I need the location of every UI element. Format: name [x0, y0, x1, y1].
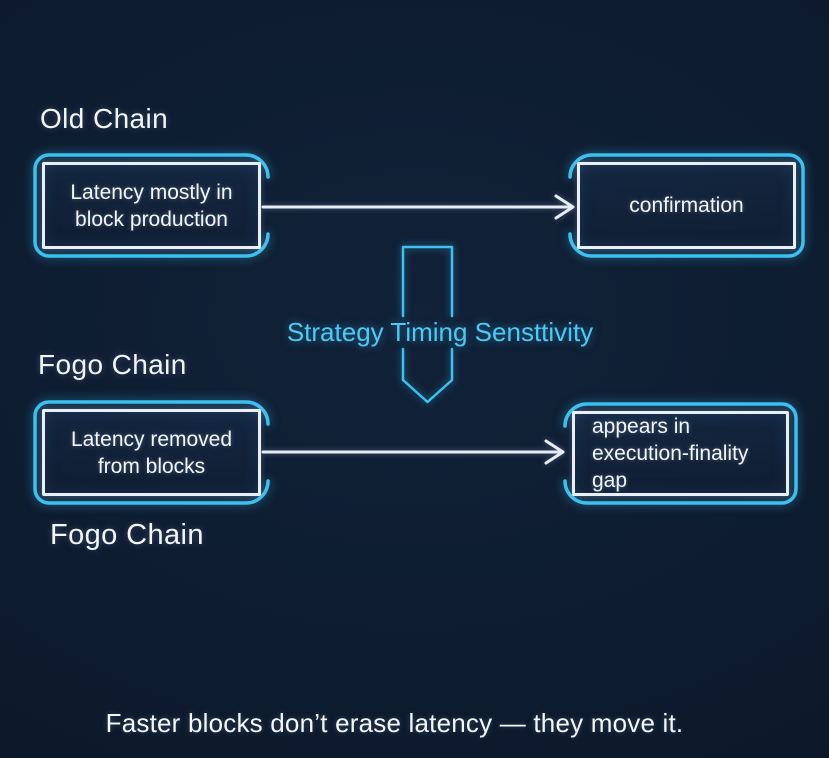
node-text: Latency removed from blocks: [70, 427, 233, 478]
old-chain-label: Old Chain: [40, 103, 169, 134]
node-confirmation: confirmation: [568, 153, 805, 258]
neon-frame: [33, 153, 270, 258]
node-latency-removed: Latency removed from blocks: [33, 400, 270, 505]
node-inner-frame: Latency mostly in block production: [42, 162, 261, 249]
node-latency-block-production: Latency mostly in block production: [33, 153, 270, 258]
node-text: Latency mostly in block production: [70, 180, 233, 231]
node-inner-frame: Latency removed from blocks: [42, 409, 261, 496]
fogo-chain-label-top: Fogo Chain: [38, 349, 187, 380]
center-arrow-label: Strategy Timing Sensttivity: [286, 317, 594, 347]
fogo-chain-label-bottom: Fogo Chain: [50, 519, 204, 551]
node-inner-frame: confirmation: [577, 162, 796, 249]
center-down-arrow-bottom: [401, 347, 454, 404]
node-inner-frame: appears in execution-finality gap: [572, 411, 789, 496]
node-text: confirmation: [629, 194, 744, 217]
center-down-arrow-top: [401, 245, 454, 318]
fogo-chain-arrowhead: [544, 439, 565, 465]
neon-frame: [568, 153, 805, 258]
caption-text: Faster blocks don’t erase latency — they…: [105, 708, 684, 738]
node-execution-finality-gap: appears in execution-finality gap: [563, 402, 798, 505]
neon-frame: [563, 402, 798, 505]
neon-frame: [33, 400, 270, 505]
node-text: appears in execution-finality gap: [592, 415, 749, 492]
